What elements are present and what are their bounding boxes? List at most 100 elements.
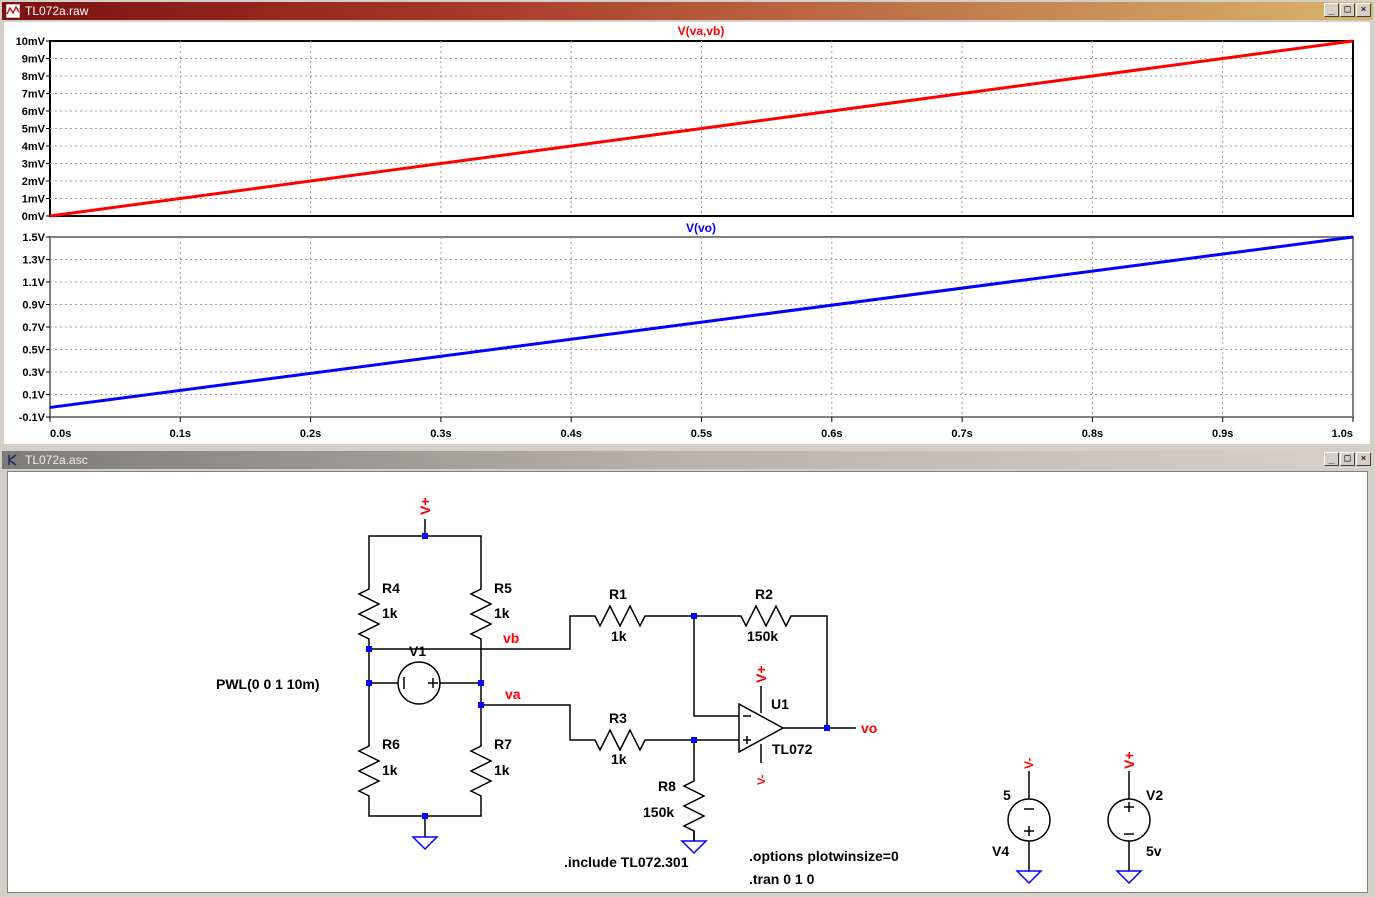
ground-symbols — [411, 836, 1143, 885]
restore-button[interactable]: □ — [1340, 452, 1355, 466]
resistor-r2[interactable] — [731, 604, 801, 628]
r4-value[interactable]: 1k — [382, 605, 398, 621]
v1-value[interactable]: PWL(0 0 1 10m) — [216, 676, 319, 692]
x-tick-label: 0.5s — [691, 428, 712, 440]
junction-dot — [422, 533, 428, 539]
schematic-window-titlebar[interactable]: TL072a.asc _ □ × — [2, 451, 1373, 469]
v4-ref[interactable]: V4 — [992, 843, 1009, 859]
voltage-source-v4[interactable] — [1007, 798, 1051, 842]
wire-inv-in[interactable] — [693, 616, 739, 717]
trace-line[interactable] — [49, 235, 1354, 409]
r7-value[interactable]: 1k — [494, 762, 510, 778]
resistor-r4[interactable] — [358, 578, 380, 650]
r1-value[interactable]: 1k — [611, 628, 627, 644]
ground-icon[interactable] — [680, 840, 708, 855]
r2-value[interactable]: 150k — [747, 628, 778, 644]
ground-icon[interactable] — [411, 836, 439, 851]
y-tick-label: 1.1V — [22, 277, 45, 289]
voltage-source-v1[interactable] — [397, 661, 441, 705]
pane-1-trace-group — [49, 39, 1354, 218]
x-tick-label: 0.7s — [951, 428, 972, 440]
schematic-canvas[interactable]: V+ vb va vo V+ V- V- V+ R4 1k R5 1k R6 1… — [7, 471, 1368, 893]
close-button[interactable]: × — [1356, 452, 1371, 466]
x-tick-label: 0.3s — [430, 428, 451, 440]
wire-r2-out[interactable] — [801, 615, 828, 728]
wire-va[interactable] — [481, 704, 585, 741]
y-tick-label: 8mV — [22, 71, 46, 83]
directive-options[interactable]: .options plotwinsize=0 — [749, 848, 899, 864]
close-button[interactable]: × — [1356, 3, 1371, 17]
minimize-button[interactable]: _ — [1324, 452, 1339, 466]
minimize-button[interactable]: _ — [1324, 3, 1339, 17]
x-tick-label: 0.8s — [1082, 428, 1103, 440]
plot-window-title: TL072a.raw — [25, 4, 89, 18]
plot-window-titlebar[interactable]: TL072a.raw _ □ × — [2, 2, 1373, 20]
net-label-va[interactable]: va — [505, 686, 521, 702]
r8-value[interactable]: 150k — [643, 804, 674, 820]
resistor-r7[interactable] — [470, 735, 492, 807]
net-label-vb[interactable]: vb — [503, 630, 519, 646]
pane-2-grid — [50, 237, 1353, 417]
x-tick-label: 1.0s — [1332, 428, 1353, 440]
net-label-vo[interactable]: vo — [861, 720, 877, 736]
schematic-svg[interactable]: V+ vb va vo V+ V- V- V+ R4 1k R5 1k R6 1… — [8, 472, 1367, 892]
x-tick-label: 0.6s — [821, 428, 842, 440]
net-label-v4-vminus[interactable]: V- — [1022, 758, 1036, 769]
wire-vb[interactable] — [369, 615, 585, 650]
pane-2-trace-group — [49, 235, 1354, 409]
junction-dot — [691, 737, 697, 743]
voltage-source-v2[interactable] — [1107, 798, 1151, 842]
ground-icon[interactable] — [1015, 870, 1043, 885]
r6-ref[interactable]: R6 — [382, 736, 400, 752]
resistor-r3[interactable] — [585, 728, 655, 752]
opamp-u1[interactable] — [738, 702, 785, 754]
pane-1-trace-label[interactable]: V(va,vb) — [678, 24, 725, 38]
y-tick-label: 2mV — [22, 176, 46, 188]
y-tick-label: 0.3V — [22, 367, 45, 379]
v4-value[interactable]: 5 — [1003, 787, 1011, 803]
wire-top[interactable] — [368, 535, 482, 579]
net-label-u1-vminus[interactable]: V- — [756, 774, 768, 785]
junction-dot — [691, 613, 697, 619]
y-tick-label: 9mV — [22, 54, 46, 66]
r7-ref[interactable]: R7 — [494, 736, 512, 752]
trace-line[interactable] — [49, 39, 1354, 218]
directive-include[interactable]: .include TL072.301 — [564, 854, 689, 870]
y-tick-label: 10mV — [16, 36, 46, 48]
resistor-r6[interactable] — [358, 735, 380, 807]
y-tick-label: 5mV — [22, 124, 46, 136]
r1-ref[interactable]: R1 — [609, 586, 627, 602]
y-tick-label: 0.5V — [22, 345, 45, 357]
y-tick-label: 0.7V — [22, 322, 45, 334]
resistor-r1[interactable] — [585, 604, 655, 628]
r5-value[interactable]: 1k — [494, 605, 510, 621]
schematic-icon — [8, 454, 17, 466]
net-label-u1-vplus[interactable]: V+ — [753, 665, 769, 683]
r8-ref[interactable]: R8 — [658, 778, 676, 794]
r3-ref[interactable]: R3 — [609, 710, 627, 726]
r2-ref[interactable]: R2 — [755, 586, 773, 602]
junction-dot — [422, 813, 428, 819]
u1-ref[interactable]: U1 — [771, 696, 789, 712]
u1-value[interactable]: TL072 — [772, 741, 813, 757]
v1-ref[interactable]: V1 — [409, 643, 426, 659]
waveform-icon — [6, 4, 20, 18]
r4-ref[interactable]: R4 — [382, 580, 400, 596]
resistor-r8[interactable] — [683, 770, 705, 842]
v2-ref[interactable]: V2 — [1146, 787, 1163, 803]
restore-button[interactable]: □ — [1340, 3, 1355, 17]
v2-value[interactable]: 5v — [1146, 843, 1162, 859]
y-tick-label: 1.3V — [22, 255, 45, 267]
ground-icon[interactable] — [1115, 870, 1143, 885]
resistor-r5[interactable] — [470, 578, 492, 650]
r6-value[interactable]: 1k — [382, 762, 398, 778]
directive-tran[interactable]: .tran 0 1 0 — [749, 871, 815, 887]
r5-ref[interactable]: R5 — [494, 580, 512, 596]
r3-value[interactable]: 1k — [611, 751, 627, 767]
net-label-vplus-top[interactable]: V+ — [417, 497, 433, 515]
net-label-v2-vplus[interactable]: V+ — [1121, 751, 1137, 769]
pane-2-trace-label[interactable]: V(vo) — [686, 221, 716, 235]
